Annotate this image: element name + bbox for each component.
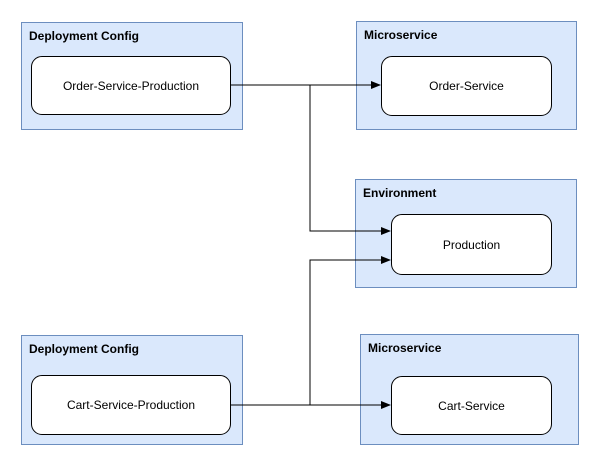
node-label: Production [442,237,501,252]
node-label: Cart-Service-Production [66,398,196,412]
node-cart-service-production: Cart-Service-Production [31,375,231,435]
group-label: Microservice [364,28,438,42]
node-label: Cart-Service [438,398,505,413]
node-order-service-production: Order-Service-Production [31,56,231,115]
group-label: Deployment Config [29,342,139,356]
group-label: Deployment Config [29,29,139,43]
group-label: Environment [363,186,437,200]
node-production: Production [391,214,552,275]
node-label: Order-Service-Production [62,78,200,93]
node-label: Order-Service [429,79,504,93]
group-label: Microservice [368,341,442,355]
node-cart-service: Cart-Service [391,376,552,435]
node-order-service: Order-Service [381,56,552,116]
